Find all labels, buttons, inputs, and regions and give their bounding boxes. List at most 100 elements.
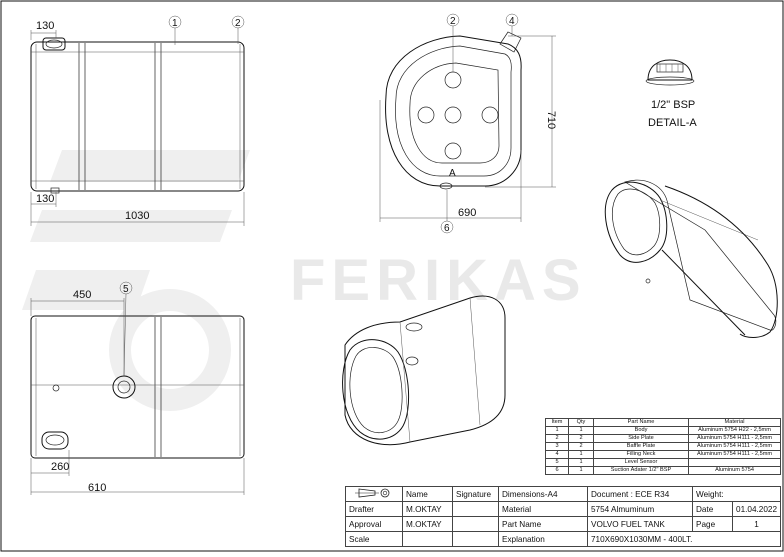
balloon-2-side: 2 [450,16,456,27]
parts-cell: 2 [568,442,594,451]
scale-blank [452,531,499,547]
top-view: 130 130 1030 1 2 [30,15,245,226]
parts-cell: 1 [568,450,594,459]
parts-cell: 2 [545,434,569,443]
parts-cell: 1 [568,426,594,435]
dim-length-1030: 1030 [125,210,149,222]
baffle-hole [481,106,499,124]
baffle-hole [444,106,462,124]
page-value: 1 [732,516,781,532]
parts-header-material: Material [688,418,781,427]
drafter-name: M.OKTAY [402,501,453,517]
parts-cell: Aluminum 5754 H111 - 2,5mm [688,434,781,443]
dim-top-130-a: 130 [36,20,54,32]
parts-cell: Aluminum 5754 [688,466,781,475]
parts-row: 4 1 Filling Neck Aluminum 5754 H111 - 2,… [545,450,781,459]
parts-cell: 5 [545,458,569,467]
suction-adapter-side [439,182,453,190]
balloon-5: 5 [123,284,129,295]
parts-row: 2 2 Side Plate Aluminum 5754 H111 - 2,5m… [545,434,781,443]
parts-cell: 2 [568,434,594,443]
suction-adapter-detail [647,59,693,81]
dim-front-450: 450 [73,289,91,301]
balloon-6: 6 [444,223,450,234]
material-label: Material [498,501,588,517]
parts-cell: Baffle Plate [593,442,689,451]
detail-title: DETAIL-A [648,117,697,129]
parts-row: 1 1 Body Aluminum 5754 H22 - 2,5mm [545,426,781,435]
iso-rear-end-plate [604,181,668,263]
side-view: A 2 4 6 710 690 [379,13,557,234]
section-mark-a: A [449,168,456,179]
baffle-hole [444,142,462,160]
approval-label: Approval [345,516,403,532]
parts-cell: Level Sensor [593,458,689,467]
name-label: Name [402,486,453,502]
explanation-label: Explanation [498,531,588,547]
parts-cell: 1 [545,426,569,435]
date-value: 01.04.2022 [732,501,781,517]
dimensions-label: Dimensions-A4 [498,486,588,502]
signature-label: Signature [452,486,499,502]
parts-cell: Filling Neck [593,450,689,459]
parts-header-partname: Part Name [593,418,689,427]
filling-neck-side [499,31,522,53]
detail-a: 1/2" BSP DETAIL-A [645,59,697,129]
date-label: Date [692,501,734,517]
drafter-label: Drafter [345,501,403,517]
parts-cell: Side Plate [593,434,689,443]
parts-cell: Aluminum 5754 H111 - 2,5mm [688,442,781,451]
projection-icon [355,488,390,498]
dim-height-710: 710 [545,111,557,129]
balloon-2-top: 2 [235,18,241,29]
iso-level-sensor [405,356,419,366]
parts-cell: Suction Adater 1/2" BSP [593,466,689,475]
document-label: Document : ECE R34 [586,486,694,502]
parts-cell: 3 [545,442,569,451]
parts-cell: Body [593,426,689,435]
parts-cell: 6 [545,466,569,475]
parts-cell: Aluminum 5754 H111 - 2,5mm [688,450,781,459]
dim-front-260: 260 [51,461,69,473]
isometric-view-rear [604,179,778,338]
parts-header-qty: Qty [568,418,594,427]
parts-cell: 1 [568,458,594,467]
page-label: Page [692,516,734,532]
watermark: FERIKAS [22,150,587,411]
parts-row: 5 1 Level Sensor [545,458,781,467]
parts-table: Item Qty Part Name Material 1 1 Body Alu… [545,418,781,475]
approval-signature [452,516,499,532]
balloon-4: 4 [509,16,515,27]
parts-table-header: Item Qty Part Name Material [545,418,781,427]
iso-filling-neck [405,322,423,332]
material-value: 5754 Almuminum [586,501,694,517]
title-block: Name Signature Dimensions-A4 Document : … [345,486,781,547]
side-plate-outline [385,35,522,187]
filling-neck-top [42,37,66,51]
front-view: 450 5 260 610 [30,281,245,495]
parts-cell: 1 [568,466,594,475]
parts-row: 3 2 Baffle Plate Aluminum 5754 H111 - 2,… [545,442,781,451]
parts-row: 6 1 Suction Adater 1/2" BSP Aluminum 575… [545,466,781,475]
parts-header-item: Item [545,418,569,427]
baffle-hole [444,71,462,89]
dim-width-690: 690 [458,207,476,219]
partname-label: Part Name [498,516,588,532]
drafter-signature [452,501,499,517]
watermark-brand: FERIKAS [290,248,587,313]
parts-cell [688,458,781,467]
filling-neck-front [41,431,69,450]
detail-thread-label: 1/2" BSP [651,99,695,111]
isometric-view-front [342,295,506,446]
scale-value [402,531,453,547]
scale-label: Scale [345,531,403,547]
suction-adapter-top [50,187,60,194]
approval-name: M.OKTAY [402,516,453,532]
iso-front-body [344,295,506,446]
baffle-hole [417,106,435,124]
dim-top-130-b: 130 [36,193,54,205]
weight-label: Weight: [692,486,781,502]
